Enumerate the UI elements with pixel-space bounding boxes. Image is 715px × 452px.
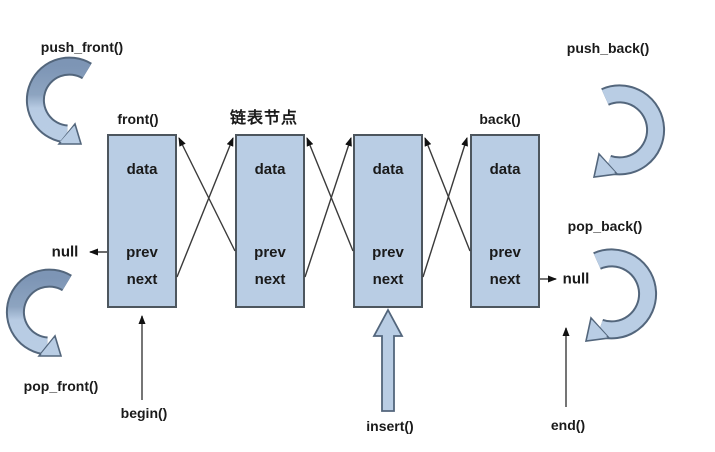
begin-label: begin() [120, 405, 168, 421]
node-4-prev-field: prev [489, 244, 521, 261]
list-node-3: data prev next [353, 134, 423, 308]
list-node-4: data prev next [470, 134, 540, 308]
push-back-label: push_back() [566, 40, 650, 56]
push-back-curved-arrow [592, 84, 666, 178]
pop-front-curved-arrow [5, 268, 72, 357]
insert-label: insert() [366, 418, 414, 434]
prev-pointer-line-2-1 [178, 137, 236, 252]
pop-front-label: pop_front() [23, 378, 99, 394]
null-left-label: null [51, 243, 79, 261]
node-1-prev-field: prev [126, 244, 158, 261]
end-label: end() [550, 417, 586, 433]
null-right-label: null [562, 270, 590, 288]
node-caption-label: 链表节点 [229, 110, 299, 127]
next-pointer-line-1-2 [176, 137, 234, 278]
prev-pointer-line-3-2 [306, 137, 354, 252]
node-1-next-field: next [126, 271, 158, 288]
node-3-data-field: data [372, 161, 404, 178]
back-label: back() [479, 111, 521, 127]
node-2-next-field: next [254, 271, 286, 288]
next-pointer-line-3-4 [422, 137, 468, 278]
list-node-1: data prev next [107, 134, 177, 308]
node-1-data-field: data [126, 161, 158, 178]
node-2-data-field: data [254, 161, 286, 178]
front-label: front() [117, 111, 159, 127]
prev-pointer-line-4-3 [424, 137, 471, 252]
node-3-prev-field: prev [372, 244, 404, 261]
push-front-label: push_front() [40, 39, 124, 55]
push-front-curved-arrow [25, 56, 92, 145]
list-node-2: data prev next [235, 134, 305, 308]
node-4-next-field: next [489, 271, 521, 288]
pop-back-curved-arrow [584, 248, 658, 342]
node-4-data-field: data [489, 161, 521, 178]
node-2-prev-field: prev [254, 244, 286, 261]
pop-back-label: pop_back() [567, 218, 643, 234]
node-3-next-field: next [372, 271, 404, 288]
next-pointer-line-2-3 [304, 137, 352, 278]
insert-block-arrow [372, 308, 404, 412]
